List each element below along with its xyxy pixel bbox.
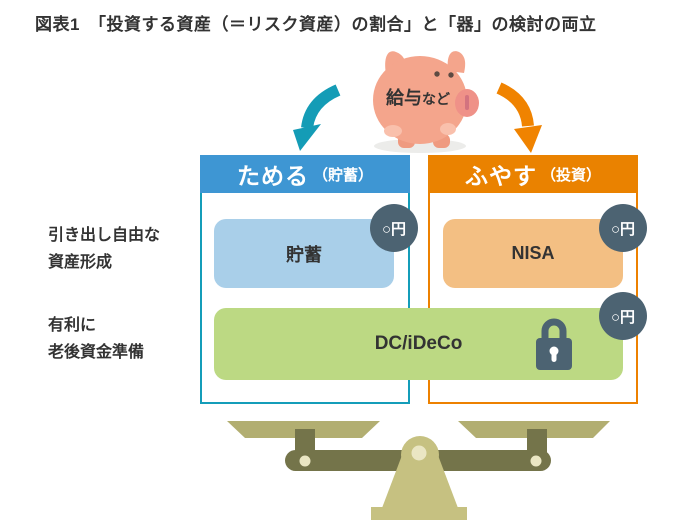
scale-left-pin (299, 455, 311, 467)
lock-icon (534, 317, 574, 370)
piggy-label-suffix: など (422, 91, 450, 107)
row-label-withdraw-free: 引き出し自由な 資産形成 (48, 227, 161, 271)
scale-pivot-pin (411, 445, 427, 461)
arrow-to-grow-icon (496, 82, 542, 153)
yen-badge-nisa: ○円 (599, 204, 647, 252)
piggy-cheek-right (440, 123, 456, 135)
piggy-and-arrows-graphic (293, 51, 542, 153)
yen-badge-savings: ○円 (370, 204, 418, 252)
balance-scale-icon (227, 421, 610, 520)
figure-title: 図表1 「投資する資産（＝リスク資産）の割合」と「器」の検討の両立 (35, 15, 597, 34)
piggy-left-eye (434, 71, 440, 77)
piggy-label: 給与など (368, 84, 468, 110)
column-grow-header: ふやす （投資） (428, 155, 638, 193)
scale-base (371, 507, 467, 520)
scale-pivot-column (382, 450, 458, 508)
piggy-right-eye (448, 72, 454, 78)
box-nisa: NISA (443, 219, 623, 288)
piggy-cheek-left (384, 125, 402, 137)
piggy-label-main: 給与 (386, 88, 422, 108)
column-save-header: ためる （貯蓄） (200, 155, 410, 193)
arrow-to-save-icon (293, 84, 341, 151)
piggy-nostril (465, 95, 469, 110)
scale-right-pin (530, 455, 542, 467)
yen-badge-dc-ideco: ○円 (599, 292, 647, 340)
piggy-right-ear (447, 51, 466, 73)
box-savings: 貯蓄 (214, 219, 394, 288)
piggy-body (373, 56, 467, 144)
row-label-retirement: 有利に 老後資金準備 (48, 317, 145, 361)
